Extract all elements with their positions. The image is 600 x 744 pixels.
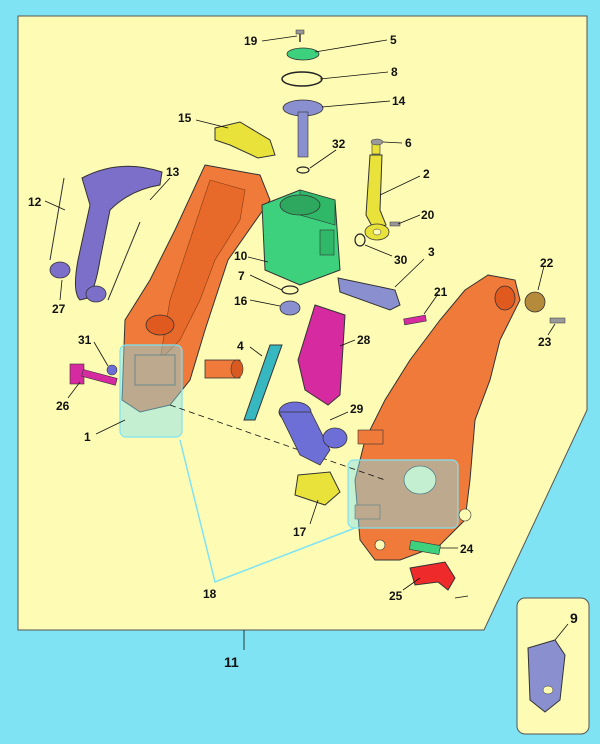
part-15-bracket	[214, 121, 276, 159]
callout-labels: 19 5 8 14 15 32 6 2 13 12 20 10 30 3 7 2…	[28, 33, 578, 670]
callout-30: 30	[394, 253, 408, 267]
part-29-purple-tube	[278, 401, 348, 466]
part-30-ring	[354, 233, 366, 247]
detail-box-left	[119, 344, 183, 438]
part-4-teal-rod	[243, 344, 283, 421]
part-2-yellow-arm	[364, 139, 390, 241]
callout-10: 10	[234, 249, 248, 263]
callout-3: 3	[428, 245, 435, 259]
part-17-yellow-block	[294, 471, 341, 506]
callout-26: 26	[56, 399, 70, 413]
part-21-pin	[403, 314, 427, 326]
part-28-magenta-bracket	[297, 304, 346, 406]
callout-20: 20	[421, 208, 435, 222]
part-31-nut	[106, 364, 118, 376]
callout-11: 11	[224, 654, 239, 670]
callout-12: 12	[28, 195, 42, 209]
callout-31: 31	[78, 333, 92, 347]
callout-4: 4	[237, 339, 244, 353]
callout-17: 17	[293, 525, 307, 539]
part-1-left-plate	[121, 164, 271, 413]
callout-16: 16	[234, 294, 248, 308]
part-27-blue-frame	[49, 165, 163, 303]
part-24-green-pin	[409, 540, 441, 555]
callout-18: 18	[203, 587, 217, 601]
callout-5: 5	[390, 33, 397, 47]
callout-1: 1	[84, 430, 91, 444]
detail-box-right	[347, 459, 459, 529]
part-25-red-bracket	[409, 561, 456, 591]
part-16-nut	[279, 300, 301, 316]
part-3-link	[337, 277, 401, 311]
callout-9: 9	[570, 610, 578, 626]
callout-6: 6	[405, 136, 412, 150]
callout-8: 8	[391, 65, 398, 79]
callout-25: 25	[389, 589, 403, 603]
callout-2: 2	[423, 167, 430, 181]
right-plate	[354, 274, 521, 561]
part-23-screw	[549, 317, 566, 324]
callout-29: 29	[350, 402, 364, 416]
callout-13: 13	[166, 165, 180, 179]
callout-32: 32	[332, 137, 346, 151]
callout-19: 19	[244, 34, 258, 48]
part-20-screw	[389, 221, 401, 227]
callout-28: 28	[357, 333, 371, 347]
part-22-bushing	[524, 291, 546, 313]
callout-27: 27	[52, 302, 66, 316]
callout-7: 7	[238, 269, 245, 283]
leader-lines	[44, 35, 569, 650]
callout-21: 21	[434, 285, 448, 299]
part-6-pin-head	[370, 138, 384, 146]
part-26-magenta-part	[69, 363, 118, 386]
callout-14: 14	[392, 94, 406, 108]
callout-22: 22	[540, 256, 554, 270]
callout-15: 15	[178, 111, 192, 125]
callout-23: 23	[538, 335, 552, 349]
callout-24: 24	[460, 542, 474, 556]
part-10-green-block	[261, 189, 341, 286]
